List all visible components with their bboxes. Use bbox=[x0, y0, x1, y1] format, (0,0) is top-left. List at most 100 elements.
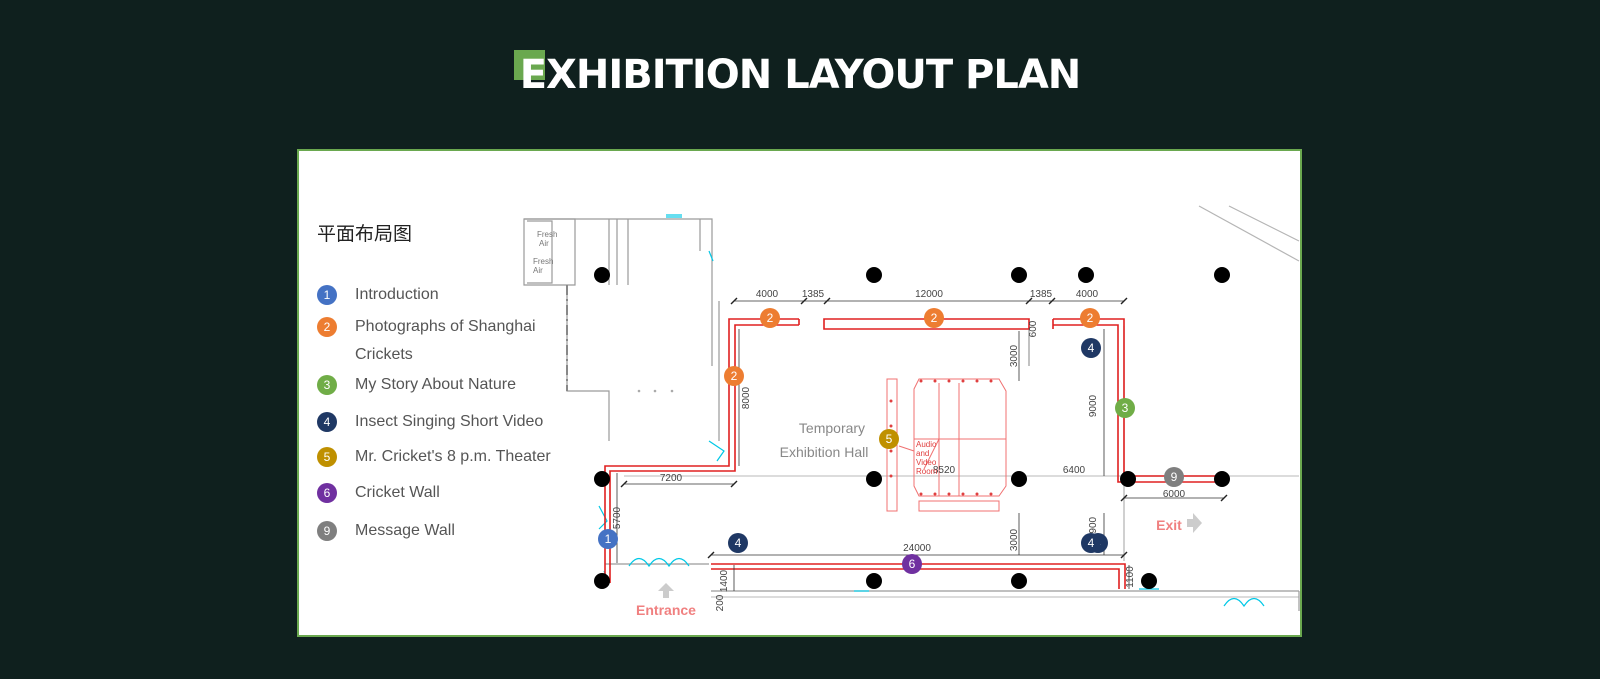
exhibit-marker: 1 bbox=[598, 529, 618, 549]
legend-label: Insect Singing Short Video bbox=[355, 413, 544, 430]
title-accent-square bbox=[514, 50, 545, 80]
exhibit-marker-circle bbox=[760, 308, 780, 328]
exhibit-marker: 2 bbox=[924, 308, 944, 328]
exhibit-marker: 4 bbox=[1081, 338, 1101, 358]
dimension-label: 1400 bbox=[719, 569, 730, 592]
legend-label: Cricket Wall bbox=[355, 484, 440, 501]
dimension-label: 8520 bbox=[933, 465, 956, 476]
title-area: EXHIBITION LAYOUT PLAN bbox=[0, 50, 1600, 100]
exhibit-marker-circle bbox=[1164, 467, 1184, 487]
exhibit-marker-circle bbox=[1115, 398, 1135, 418]
exhibit-marker: 3 bbox=[1115, 398, 1135, 418]
exhibit-marker: 2 bbox=[760, 308, 780, 328]
legend-label: My Story About Nature bbox=[355, 376, 516, 393]
exhibit-marker: 6 bbox=[902, 554, 922, 574]
exhibit-marker: 9 bbox=[1164, 467, 1184, 487]
dimension-label: 1100 bbox=[1125, 566, 1136, 588]
dimension-label: 5700 bbox=[612, 506, 623, 529]
fresh-air-labels: Fresh Air Fresh Air bbox=[533, 230, 557, 275]
audio-video-room bbox=[886, 378, 1007, 512]
exhibit-marker-circle bbox=[924, 308, 944, 328]
hall-label: Temporary Exhibition Hall bbox=[780, 420, 869, 460]
dimension-label: 6000 bbox=[1163, 489, 1186, 500]
hall-label-line1: Temporary bbox=[799, 420, 865, 436]
dimension-label: 200 bbox=[715, 594, 726, 611]
exhibit-marker-number: 4 bbox=[735, 536, 742, 550]
legend-number-badge: 5 bbox=[317, 447, 337, 467]
exit-arrow-icon bbox=[1187, 513, 1202, 533]
exit-marker: Exit bbox=[1156, 513, 1202, 533]
dimension-label: 24000 bbox=[903, 543, 931, 554]
exhibit-marker-number: 9 bbox=[1171, 470, 1178, 484]
dimension-label: 7200 bbox=[660, 473, 683, 484]
dots bbox=[637, 389, 674, 393]
exhibit-marker: 5 bbox=[879, 429, 899, 449]
dimension-label: 6400 bbox=[1063, 465, 1086, 476]
legend-label: Mr. Cricket's 8 p.m. Theater bbox=[355, 448, 551, 465]
entrance-marker: Entrance bbox=[636, 583, 696, 618]
av-room-label: Audio and Video Room bbox=[916, 440, 938, 476]
exhibit-marker-number: 6 bbox=[909, 557, 916, 571]
entrance-label: Entrance bbox=[636, 602, 696, 618]
dimension-label: 3000 bbox=[1009, 344, 1020, 367]
av-room-nodes bbox=[889, 379, 993, 496]
legend-number-badge: 4 bbox=[317, 412, 337, 432]
legend-number-badge: 2 bbox=[317, 317, 337, 337]
legend-number-badge: 1 bbox=[317, 285, 337, 305]
exhibit-marker-circle bbox=[1080, 308, 1100, 328]
exhibit-marker-circle bbox=[724, 366, 744, 386]
floor-plan-panel: Fresh Air Fresh Air 4000 1385 12000 1385… bbox=[297, 149, 1302, 637]
fresh-air-label: Fresh bbox=[537, 230, 557, 239]
entrance-arrow-icon bbox=[658, 583, 674, 598]
exhibit-marker: 2 bbox=[724, 366, 744, 386]
exhibit-marker-number: 2 bbox=[731, 369, 738, 383]
floor-plan-drawing: Fresh Air Fresh Air 4000 1385 12000 1385… bbox=[523, 205, 1300, 618]
dimension-label: 4000 bbox=[1076, 289, 1099, 300]
exhibit-marker-number: 2 bbox=[1087, 311, 1094, 325]
exhibit-marker-circle bbox=[598, 529, 618, 549]
fresh-air-label: Fresh bbox=[533, 257, 553, 266]
door-symbols bbox=[598, 214, 1265, 608]
fresh-air-label: Air bbox=[539, 239, 549, 248]
dimension-label: 600 bbox=[1028, 320, 1039, 337]
exhibit-marker-circle bbox=[728, 533, 748, 553]
exhibit-marker-number: 2 bbox=[767, 311, 774, 325]
dimension-label: 12000 bbox=[915, 289, 943, 300]
exhibit-marker: 2 bbox=[1080, 308, 1100, 328]
exhibit-marker-circle bbox=[1081, 533, 1101, 553]
dimension-label: 3000 bbox=[1009, 528, 1020, 551]
av-label-line3: Video bbox=[916, 458, 937, 467]
legend-label: Message Wall bbox=[355, 522, 455, 539]
dimension-values: 4000 1385 12000 1385 4000 7200 8520 6400… bbox=[612, 289, 1186, 611]
exit-label: Exit bbox=[1156, 517, 1182, 533]
exhibit-markers: 1222234444569 bbox=[598, 308, 1184, 574]
exhibit-marker-number: 3 bbox=[1122, 401, 1129, 415]
legend-label: Introduction bbox=[355, 286, 439, 303]
exhibit-marker: 4 bbox=[1081, 533, 1101, 553]
plan-heading: 平面布局图 bbox=[317, 223, 413, 245]
exhibit-marker-number: 2 bbox=[931, 311, 938, 325]
dimension-ticks bbox=[620, 297, 1228, 559]
exhibit-marker-circle bbox=[879, 429, 899, 449]
exhibit-marker-number: 1 bbox=[605, 532, 612, 546]
legend-number-badge: 9 bbox=[317, 521, 337, 541]
exhibit-marker-number: 4 bbox=[1088, 536, 1095, 550]
legend-label: Photographs of Shanghai Crickets bbox=[355, 318, 536, 363]
dimension-lines bbox=[616, 300, 1224, 591]
hall-label-line2: Exhibition Hall bbox=[780, 444, 869, 460]
av-label-line1: Audio bbox=[916, 440, 937, 449]
fresh-air-label: Air bbox=[533, 266, 543, 275]
dimension-label: 9000 bbox=[1088, 394, 1099, 417]
structural-columns bbox=[594, 267, 1230, 589]
dimension-label: 8000 bbox=[741, 386, 752, 409]
exhibit-marker: 4 bbox=[728, 533, 748, 553]
page-title: EXHIBITION LAYOUT PLAN bbox=[519, 52, 1082, 98]
legend-number-badge: 3 bbox=[317, 375, 337, 395]
dimension-label: 4000 bbox=[756, 289, 779, 300]
dimension-label: 1385 bbox=[802, 289, 825, 300]
av-label-line4: Room bbox=[916, 467, 938, 476]
dimension-label: 4900 bbox=[1088, 516, 1099, 539]
exhibit-marker-circle bbox=[902, 554, 922, 574]
dimension-label: 1385 bbox=[1030, 289, 1053, 300]
exhibit-marker-number: 5 bbox=[886, 432, 893, 446]
